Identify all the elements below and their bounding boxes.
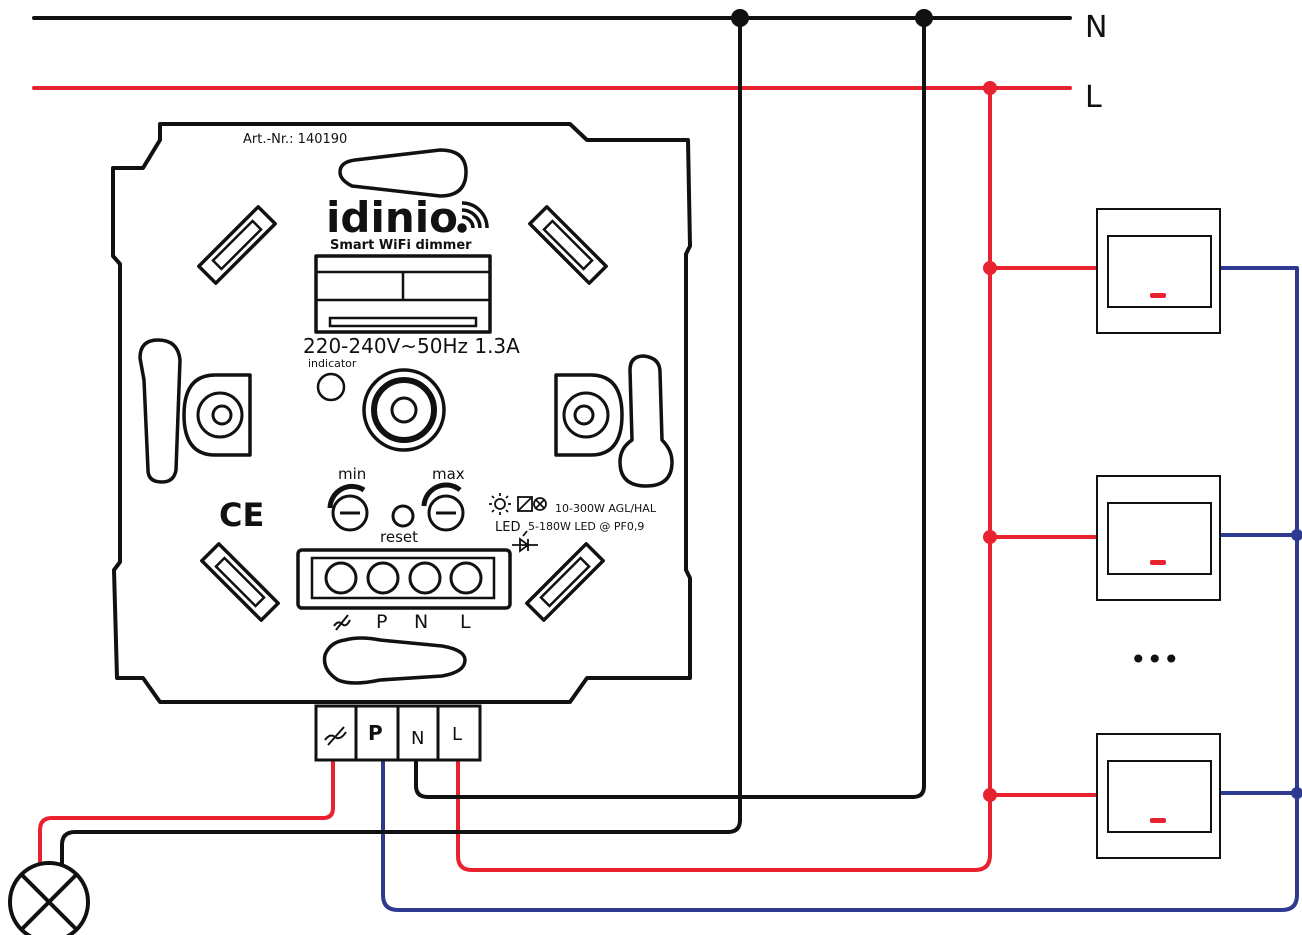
neutral-to-lamp-wire <box>60 16 742 868</box>
max-label: max <box>432 465 465 483</box>
live-riser-wire <box>456 86 992 872</box>
reset-label: reset <box>380 528 418 546</box>
dimmed-output-icon <box>333 614 351 631</box>
neutral-bus-label: N <box>1085 10 1107 45</box>
push-switch-2 <box>1096 475 1221 601</box>
push-switch-3 <box>1096 733 1221 859</box>
screw-terminal-right <box>554 373 624 457</box>
mounting-slot-right <box>618 354 674 488</box>
dimmer-module: Art.-Nr.: 140190 idinio <box>111 122 692 704</box>
blue-junction-1 <box>1291 529 1302 541</box>
min-label: min <box>338 465 366 483</box>
clip-bottom-right <box>525 542 605 622</box>
neutral-junction-2 <box>915 9 933 27</box>
clip-top-right <box>528 205 608 285</box>
mounting-slot-bottom <box>322 636 467 685</box>
reset-button <box>391 504 415 528</box>
load-spec-led-prefix: LED <box>495 520 520 535</box>
ce-mark: CE <box>219 496 264 534</box>
module-terminal-label-p: P <box>376 611 387 633</box>
terminal-label-l: L <box>452 724 462 745</box>
push-switch-1 <box>1096 208 1221 334</box>
mounting-slot-top <box>338 148 468 198</box>
power-rating: 220-240V~50Hz 1.3A <box>303 334 520 358</box>
led-diode-icon <box>512 530 538 553</box>
terminal-label-p: P <box>368 721 383 745</box>
live-junction-switch-3 <box>983 788 997 802</box>
bulb-icon <box>489 493 511 515</box>
indicator-label: indicator <box>308 357 357 370</box>
module-terminal-label-l: L <box>460 611 471 633</box>
switch-3-indicator <box>1150 818 1166 823</box>
max-trim-knob <box>421 482 465 532</box>
external-terminal-block: P N L <box>314 704 482 762</box>
load-spec-halogen: 10-300W AGL/HAL <box>555 502 657 515</box>
terminal-label-n: N <box>411 728 424 749</box>
connector-block <box>314 254 492 334</box>
live-junction-switch-1 <box>983 261 997 275</box>
switch-1-indicator <box>1150 293 1166 298</box>
dimmed-output-wire <box>38 758 335 866</box>
terminal-dimmed-output-icon <box>324 726 347 746</box>
live-junction-switch-2 <box>983 530 997 544</box>
live-junction-top <box>983 81 997 95</box>
load-spec-led: 5-180W LED @ PF0,9 <box>528 520 644 533</box>
clip-bottom-left <box>200 542 280 622</box>
module-terminal-label-n: N <box>414 611 428 633</box>
neutral-junction-1 <box>731 9 749 27</box>
wifi-icon <box>457 201 489 233</box>
article-number: Art.-Nr.: 140190 <box>243 132 347 147</box>
live-bus-label: L <box>1085 80 1102 115</box>
brand-name: idinio <box>326 193 458 242</box>
more-switches-ellipsis: ••• <box>1130 643 1180 676</box>
clip-top-left <box>197 205 277 285</box>
blue-junction-2 <box>1291 787 1302 799</box>
mounting-slot-left <box>138 338 182 484</box>
neutral-to-dimmer-wire <box>414 16 926 799</box>
terminal-strip <box>296 548 512 610</box>
switch-2-indicator <box>1150 560 1166 565</box>
indicator-led <box>316 372 346 402</box>
min-trim-knob <box>327 483 369 532</box>
lamp-load-icon <box>8 861 90 935</box>
screw-terminal-left <box>182 373 252 457</box>
transformer-icon <box>517 496 547 512</box>
switch-return-wire <box>381 266 1299 912</box>
rotary-knob <box>362 368 446 452</box>
product-subtitle: Smart WiFi dimmer <box>330 238 472 253</box>
